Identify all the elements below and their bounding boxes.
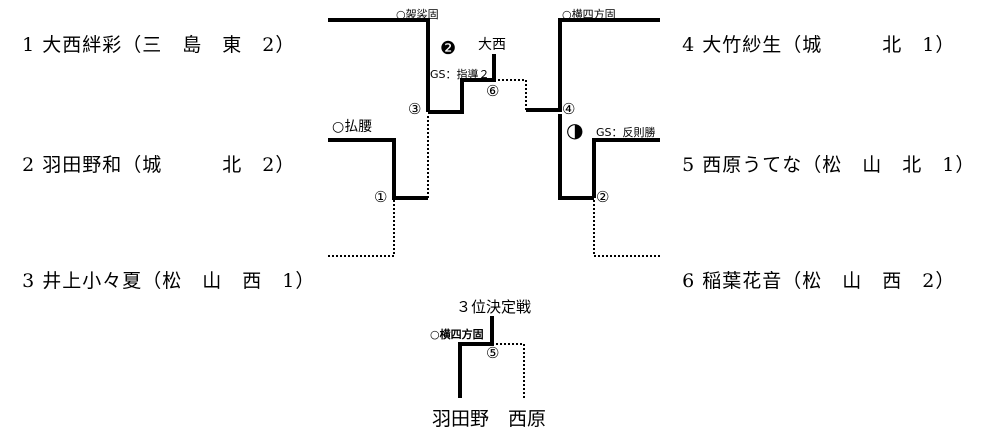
player-name: 大西絆彩 — [42, 34, 123, 56]
match4-technique: ○横四方固 — [562, 8, 616, 21]
bracket-line-p2 — [328, 138, 428, 200]
player-entry-1: 1 大西絆彩（三 島 東 2） — [22, 34, 296, 56]
match-number-5: ⑤ — [486, 344, 500, 362]
final-winner: 大西 — [478, 37, 506, 53]
third-place-title: ３位決定戦 — [456, 298, 532, 316]
bracket-line-p6 — [593, 200, 660, 257]
player-grade: 2 — [262, 34, 276, 56]
match2-penalty: GS：反則勝 — [596, 126, 656, 139]
player-name: 西原うてな — [702, 154, 803, 176]
player-school: 松 山 北 — [822, 154, 923, 176]
player-school: 松 山 西 — [802, 270, 903, 292]
player-school: 城 北 — [802, 34, 903, 56]
player-seed: 2 — [22, 154, 36, 176]
player-grade: 1 — [942, 154, 956, 176]
match1-technique: ○払腰 — [332, 119, 373, 135]
bracket-line-p5 — [592, 138, 660, 198]
player-grade: 1 — [282, 270, 296, 292]
player-grade: 2 — [262, 154, 276, 176]
player-name: 羽田野和 — [42, 154, 123, 176]
player-entry-4: 4 大竹紗生（城 北 1） — [682, 34, 956, 56]
player-grade: 2 — [922, 270, 936, 292]
player-seed: 5 — [682, 154, 696, 176]
match-number-1: ① — [374, 188, 388, 206]
bracket-line-third-left — [458, 316, 494, 398]
player-entry-3: 3 井上小々夏（松 山 西 1） — [22, 270, 316, 292]
match-number-6: ⑥ — [486, 82, 500, 100]
final-penalty: GS：指導２ — [430, 68, 490, 81]
match-number-3: ③ — [408, 100, 422, 118]
player-seed: 6 — [682, 270, 696, 292]
player-grade: 1 — [922, 34, 936, 56]
bracket-line-p4 — [558, 18, 660, 112]
player-name: 大竹紗生 — [702, 34, 783, 56]
match3-technique: ○袈裟固 — [396, 8, 439, 21]
final-win-mark-icon: ❷ — [440, 38, 457, 59]
player-entry-2: 2 羽田野和（城 北 2） — [22, 154, 296, 176]
player-seed: 1 — [22, 34, 36, 56]
bracket-line-m3-final — [428, 54, 496, 114]
player-school: 三 島 東 — [142, 34, 243, 56]
bracket-line-p3 — [328, 200, 395, 257]
player-seed: 3 — [22, 270, 36, 292]
player-name: 井上小々夏 — [42, 270, 143, 292]
bracket-line-third-right — [492, 343, 525, 398]
player-seed: 4 — [682, 34, 696, 56]
player-entry-6: 6 稲葉花音（松 山 西 2） — [682, 270, 956, 292]
player-name: 稲葉花音 — [702, 270, 783, 292]
third-place-technique: ○横四方固 — [430, 328, 484, 341]
match-number-2: ② — [596, 188, 610, 206]
player-entry-5: 5 西原うてな（松 山 北 1） — [682, 154, 976, 176]
player-school: 松 山 西 — [162, 270, 263, 292]
match-number-4: ④ — [562, 100, 576, 118]
match2-win-mark-icon: ◑ — [566, 118, 584, 142]
bracket-line-p1 — [328, 18, 430, 112]
player-school: 城 北 — [142, 154, 243, 176]
third-place-left-player: 羽田野 — [432, 408, 490, 430]
third-place-right-player: 西原 — [508, 408, 547, 430]
bracket-line-m2-up — [558, 114, 594, 200]
bracket-line-final-right — [494, 79, 527, 110]
